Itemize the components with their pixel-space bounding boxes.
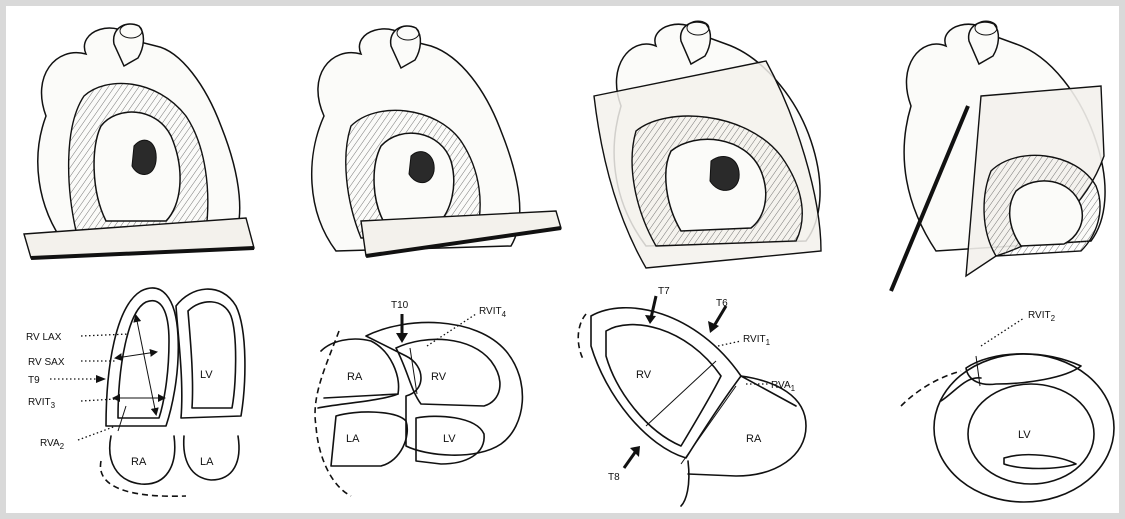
- label-la: LA: [346, 433, 360, 445]
- panel-c-schematic: T7 T6 RVIT1 RV RVA1 RA T8: [578, 286, 806, 506]
- label-rvit3-sub: 3: [51, 401, 56, 410]
- label-ra: RA: [746, 433, 762, 445]
- label-t8: T8: [608, 472, 620, 483]
- label-ra: RA: [347, 371, 363, 383]
- label-rvit1-sub: 1: [766, 338, 771, 347]
- label-rvit1-main: RVIT: [743, 334, 766, 345]
- label-rvit4-main: RVIT: [479, 306, 502, 317]
- label-rvit2: RVIT2: [1028, 310, 1056, 323]
- label-t6: T6: [716, 298, 728, 309]
- panel-c-heart-illustration: [594, 21, 821, 268]
- label-rv: RV: [636, 369, 652, 381]
- label-rva1-sub: 1: [791, 384, 796, 393]
- echo-plane-diagram: RV LAX RV SAX T9 RVIT3 RVA2 LV RA LA T10…: [6, 6, 1119, 513]
- panel-b-schematic: T10 RVIT4 RA RV LA LV: [315, 300, 522, 496]
- label-rva2-sub: 2: [60, 442, 65, 451]
- label-la: LA: [200, 456, 214, 468]
- label-t10: T10: [391, 300, 409, 311]
- panel-a-schematic: RV LAX RV SAX T9 RVIT3 RVA2 LV RA LA: [26, 288, 245, 496]
- label-t7: T7: [658, 286, 670, 297]
- label-lv: LV: [443, 433, 456, 445]
- label-rvit4: RVIT4: [479, 306, 507, 319]
- label-lv: LV: [1018, 429, 1031, 441]
- label-rvit1: RVIT1: [743, 334, 771, 347]
- panel-d-heart-illustration: [891, 21, 1105, 291]
- label-t9: T9: [28, 375, 40, 386]
- label-rvit3-main: RVIT: [28, 397, 51, 408]
- panel-b-heart-illustration: [312, 26, 561, 256]
- label-rva1: RVA1: [771, 380, 796, 393]
- label-rva1-main: RVA: [771, 380, 791, 391]
- label-rvit2-sub: 2: [1051, 314, 1056, 323]
- label-rv-lax: RV LAX: [26, 332, 62, 343]
- label-rva2-main: RVA: [40, 438, 60, 449]
- label-rvit4-sub: 4: [502, 310, 507, 319]
- label-rva2: RVA2: [40, 438, 65, 451]
- label-lv: LV: [200, 369, 213, 381]
- label-rvit3: RVIT3: [28, 397, 56, 410]
- label-rvit2-main: RVIT: [1028, 310, 1051, 321]
- label-rv: RV: [431, 371, 447, 383]
- panel-a-heart-illustration: [24, 24, 254, 258]
- panel-d-schematic: RVIT2 LV: [901, 310, 1114, 502]
- label-rv-sax: RV SAX: [28, 357, 65, 368]
- label-ra: RA: [131, 456, 147, 468]
